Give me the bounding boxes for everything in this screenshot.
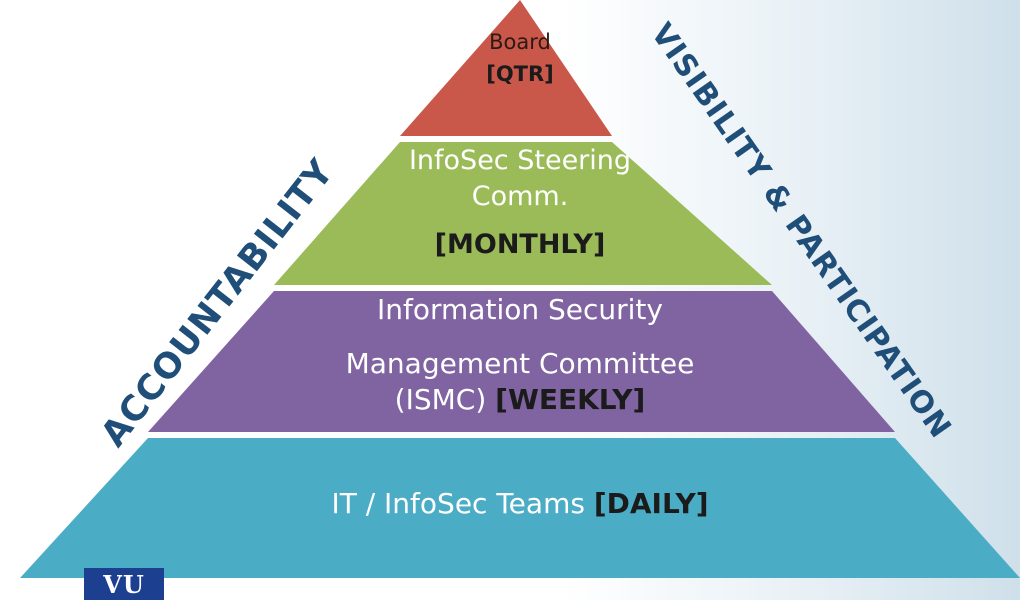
tier-teams-frequency: [DAILY] xyxy=(593,487,709,520)
tier-board-frequency: [QTR] xyxy=(486,62,554,87)
tier-ismc-line1: Information Security xyxy=(377,293,663,326)
tier-teams-label: IT / InfoSec Teams [DAILY] xyxy=(220,487,820,520)
tier-steering-label: InfoSec Steering Comm. [MONTHLY] xyxy=(360,145,680,260)
pyramid-tier-board xyxy=(400,0,612,136)
tier-teams-name: IT / InfoSec Teams xyxy=(331,487,585,520)
pyramid-tier-ismc xyxy=(148,291,895,432)
tier-board-label: Board [QTR] xyxy=(440,30,600,86)
tier-steering-frequency: [MONTHLY] xyxy=(434,229,606,261)
pyramid-tier-teams xyxy=(20,438,1020,578)
tier-ismc-label: Information Security Management Committe… xyxy=(270,293,770,417)
tier-ismc-line2: Management Committee xyxy=(345,347,695,381)
pyramid-tier-steering xyxy=(274,142,772,285)
tier-ismc-line3: (ISMC) xyxy=(394,383,487,417)
tier-steering-line2: Comm. xyxy=(471,181,569,213)
tier-steering-line1: InfoSec Steering xyxy=(408,145,632,176)
vu-logo: VU xyxy=(84,568,164,600)
tier-board-name: Board xyxy=(489,30,551,54)
tier-ismc-frequency: [WEEKLY] xyxy=(495,383,646,417)
